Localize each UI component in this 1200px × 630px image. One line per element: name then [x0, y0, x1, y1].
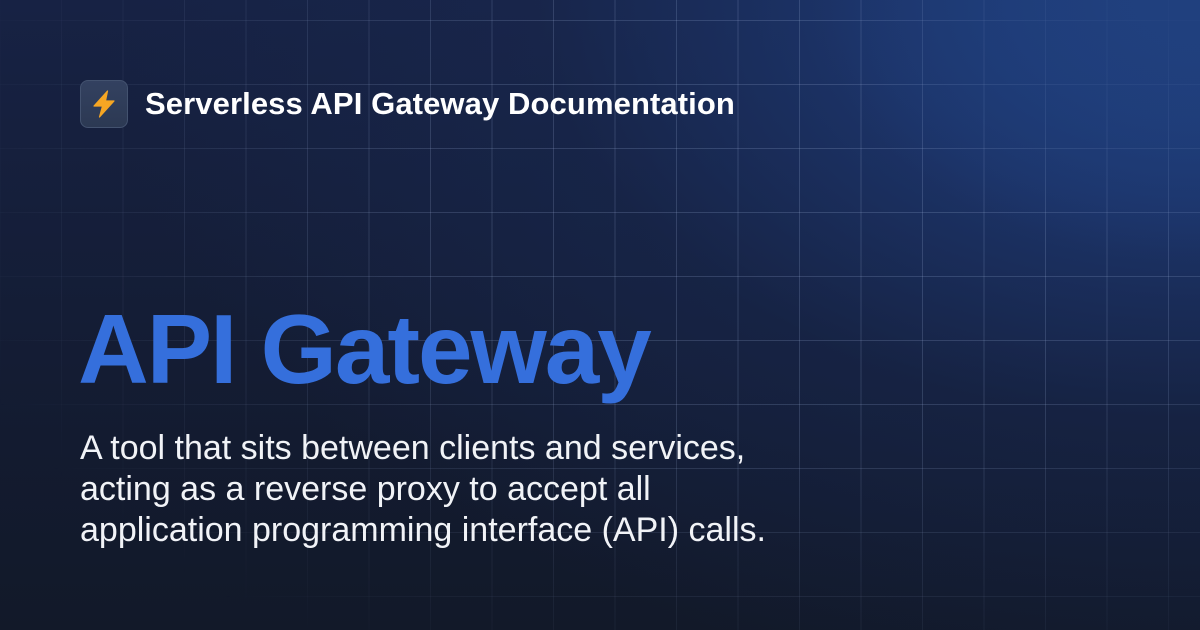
- description-line: A tool that sits between clients and ser…: [80, 429, 746, 467]
- page-title: API Gateway: [78, 294, 652, 404]
- header: Serverless API Gateway Documentation: [80, 80, 735, 128]
- site-title: Serverless API Gateway Documentation: [145, 86, 735, 121]
- lightning-bolt-icon: [93, 90, 115, 118]
- page-description: A tool that sits between clients and ser…: [80, 428, 900, 551]
- description-line: acting as a reverse proxy to accept all: [80, 470, 651, 508]
- logo-box: [80, 80, 128, 128]
- description-line: application programming interface (API) …: [80, 511, 766, 549]
